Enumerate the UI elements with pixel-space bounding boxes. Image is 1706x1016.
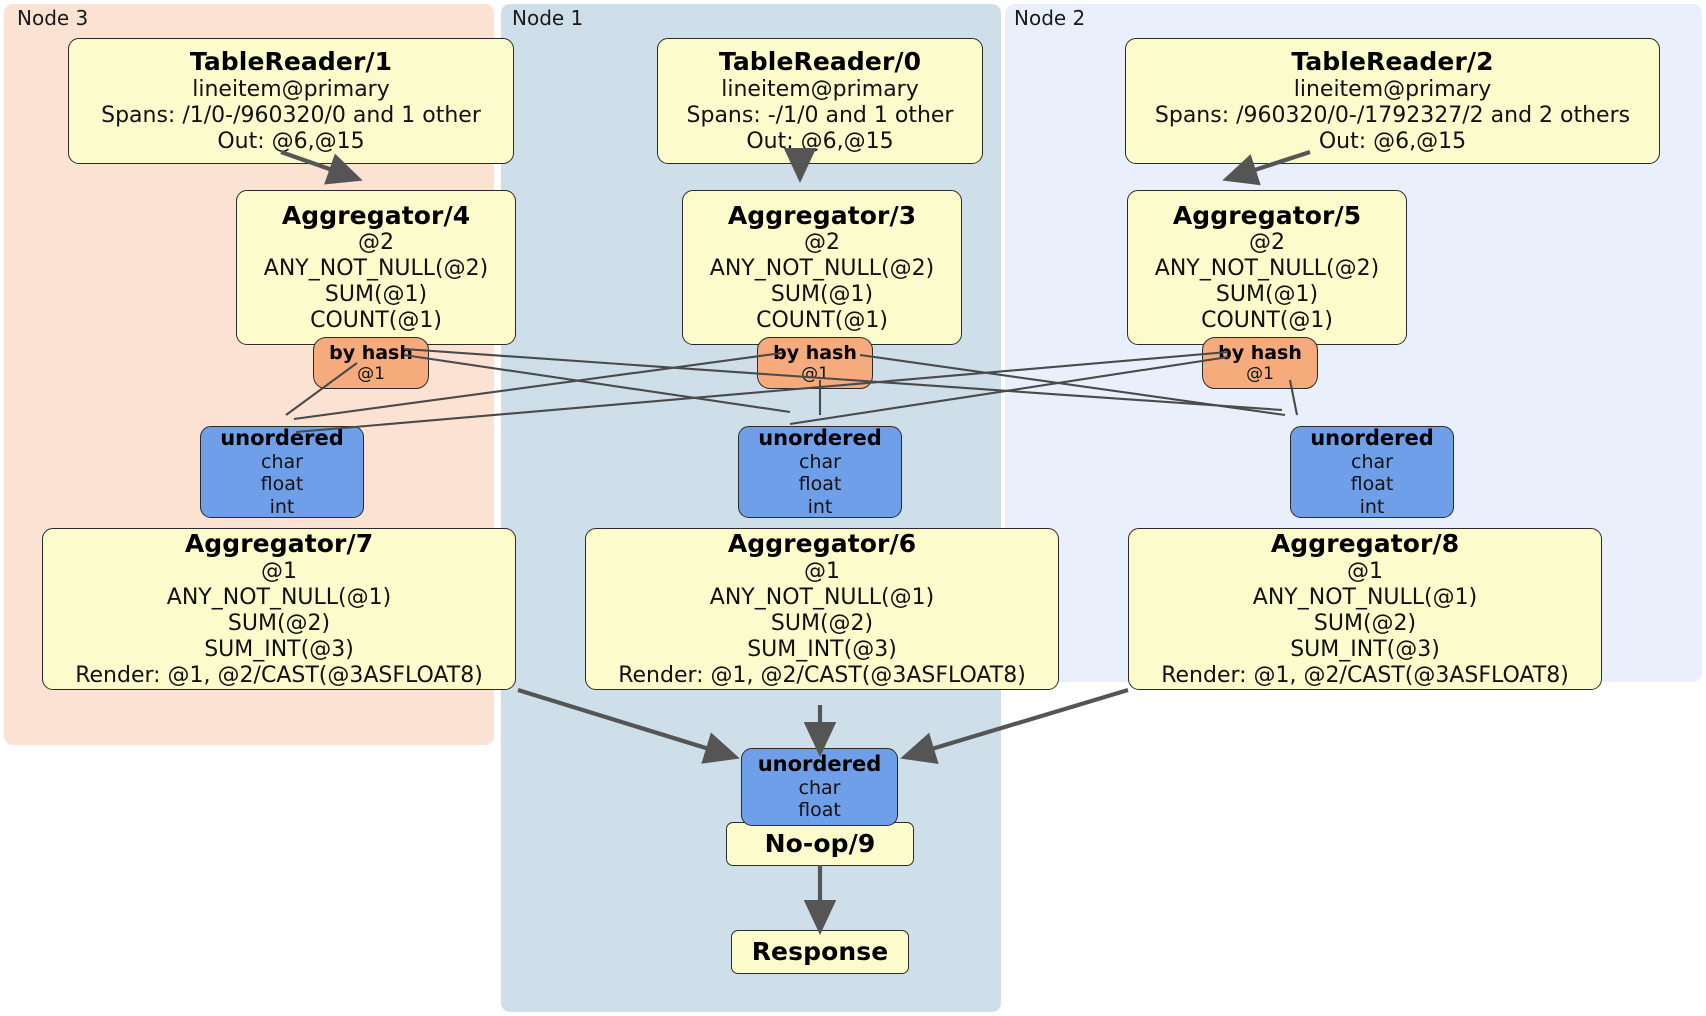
synchronizer-type: int [1359,495,1385,518]
synchronizer-type: float [260,473,304,496]
synchronizer-title: unordered [758,426,882,451]
synchronizer-type: int [269,495,295,518]
router-column: @1 [357,364,385,385]
processor-noop-9[interactable]: No-op/9 [726,822,914,866]
processor-line: lineitem@primary [721,76,919,102]
synchronizer-title: unordered [757,752,882,777]
processor-line: @1 [1347,558,1383,584]
synchronizer-type: int [807,495,833,518]
router-by-hash-center[interactable]: by hash @1 [757,337,873,389]
processor-line: SUM_INT(@3) [1290,636,1440,662]
synchronizer-unordered-center[interactable]: unordered char float int [738,426,902,518]
processor-title: Aggregator/8 [1270,529,1460,559]
processor-title: Response [751,937,889,967]
processor-tablereader-1[interactable]: TableReader/1 lineitem@primary Spans: /1… [68,38,514,164]
router-by-hash-left[interactable]: by hash @1 [313,337,429,389]
processor-aggregator-7[interactable]: Aggregator/7 @1 ANY_NOT_NULL(@1) SUM(@2)… [42,528,516,690]
processor-line: Spans: -/1/0 and 1 other [686,102,954,128]
processor-line: lineitem@primary [1293,76,1492,102]
processor-title: No-op/9 [764,829,876,859]
processor-line: SUM(@2) [770,610,874,636]
processor-line: ANY_NOT_NULL(@2) [1154,256,1380,282]
processor-tablereader-2[interactable]: TableReader/2 lineitem@primary Spans: /9… [1125,38,1660,164]
processor-response[interactable]: Response [731,930,909,974]
processor-aggregator-5[interactable]: Aggregator/5 @2 ANY_NOT_NULL(@2) SUM(@1)… [1127,190,1407,345]
processor-title: TableReader/2 [1291,47,1494,77]
processor-title: TableReader/1 [189,47,393,77]
processor-line: COUNT(@1) [1201,308,1333,334]
processor-line: SUM(@1) [1215,282,1319,308]
synchronizer-unordered-left[interactable]: unordered char float int [200,426,364,518]
router-by-hash-right[interactable]: by hash @1 [1202,337,1318,389]
processor-line: Render: @1, @2/CAST(@3ASFLOAT8) [1161,662,1569,688]
processor-line: lineitem@primary [192,76,390,102]
processor-line: @2 [358,230,394,256]
processor-aggregator-6[interactable]: Aggregator/6 @1 ANY_NOT_NULL(@1) SUM(@2)… [585,528,1059,690]
synchronizer-unordered-right[interactable]: unordered char float int [1290,426,1454,518]
processor-title: Aggregator/4 [281,200,471,230]
processor-line: ANY_NOT_NULL(@2) [709,256,935,282]
processor-aggregator-4[interactable]: Aggregator/4 @2 ANY_NOT_NULL(@2) SUM(@1)… [236,190,516,345]
processor-aggregator-8[interactable]: Aggregator/8 @1 ANY_NOT_NULL(@1) SUM(@2)… [1128,528,1602,690]
synchronizer-type: char [799,450,841,473]
router-title: by hash [773,341,857,364]
processor-line: COUNT(@1) [310,308,442,334]
processor-line: SUM(@2) [1313,610,1417,636]
synchronizer-unordered-final[interactable]: unordered char float [741,748,898,826]
processor-line: Out: @6,@15 [746,128,894,154]
processor-line: Render: @1, @2/CAST(@3ASFLOAT8) [75,662,483,688]
node-label-node1: Node 1 [512,6,584,30]
processor-title: Aggregator/5 [1172,200,1362,230]
processor-line: Out: @6,@15 [217,128,365,154]
processor-title: Aggregator/7 [184,529,374,559]
router-column: @1 [1246,364,1274,385]
synchronizer-type: float [798,473,842,496]
processor-tablereader-0[interactable]: TableReader/0 lineitem@primary Spans: -/… [657,38,983,164]
processor-line: @1 [261,558,297,584]
processor-line: COUNT(@1) [756,308,888,334]
processor-aggregator-3[interactable]: Aggregator/3 @2 ANY_NOT_NULL(@2) SUM(@1)… [682,190,962,345]
processor-line: @2 [804,230,840,256]
processor-line: Render: @1, @2/CAST(@3ASFLOAT8) [618,662,1026,688]
processor-line: @1 [804,558,840,584]
synchronizer-type: float [798,799,841,822]
router-title: by hash [1218,341,1302,364]
node-label-node3: Node 3 [17,6,89,30]
synchronizer-title: unordered [1310,426,1434,451]
processor-line: ANY_NOT_NULL(@2) [263,256,489,282]
processor-line: SUM(@1) [324,282,428,308]
synchronizer-type: float [1350,473,1394,496]
processor-line: SUM_INT(@3) [747,636,897,662]
synchronizer-type: char [261,450,303,473]
processor-line: ANY_NOT_NULL(@1) [709,584,935,610]
processor-line: ANY_NOT_NULL(@1) [1252,584,1478,610]
synchronizer-type: char [1351,450,1393,473]
processor-line: ANY_NOT_NULL(@1) [166,584,392,610]
processor-title: Aggregator/6 [727,529,917,559]
synchronizer-type: char [798,776,841,799]
processor-line: @2 [1249,230,1285,256]
processor-line: SUM(@1) [770,282,874,308]
processor-line: Out: @6,@15 [1318,128,1467,154]
processor-title: TableReader/0 [718,47,922,77]
router-column: @1 [801,364,829,385]
processor-title: Aggregator/3 [727,200,917,230]
processor-line: Spans: /1/0-/960320/0 and 1 other [101,102,481,128]
synchronizer-title: unordered [220,426,344,451]
processor-line: SUM_INT(@3) [204,636,354,662]
processor-line: Spans: /960320/0-/1792327/2 and 2 others [1154,102,1631,128]
processor-line: SUM(@2) [227,610,331,636]
router-title: by hash [329,341,413,364]
node-label-node2: Node 2 [1014,6,1086,30]
